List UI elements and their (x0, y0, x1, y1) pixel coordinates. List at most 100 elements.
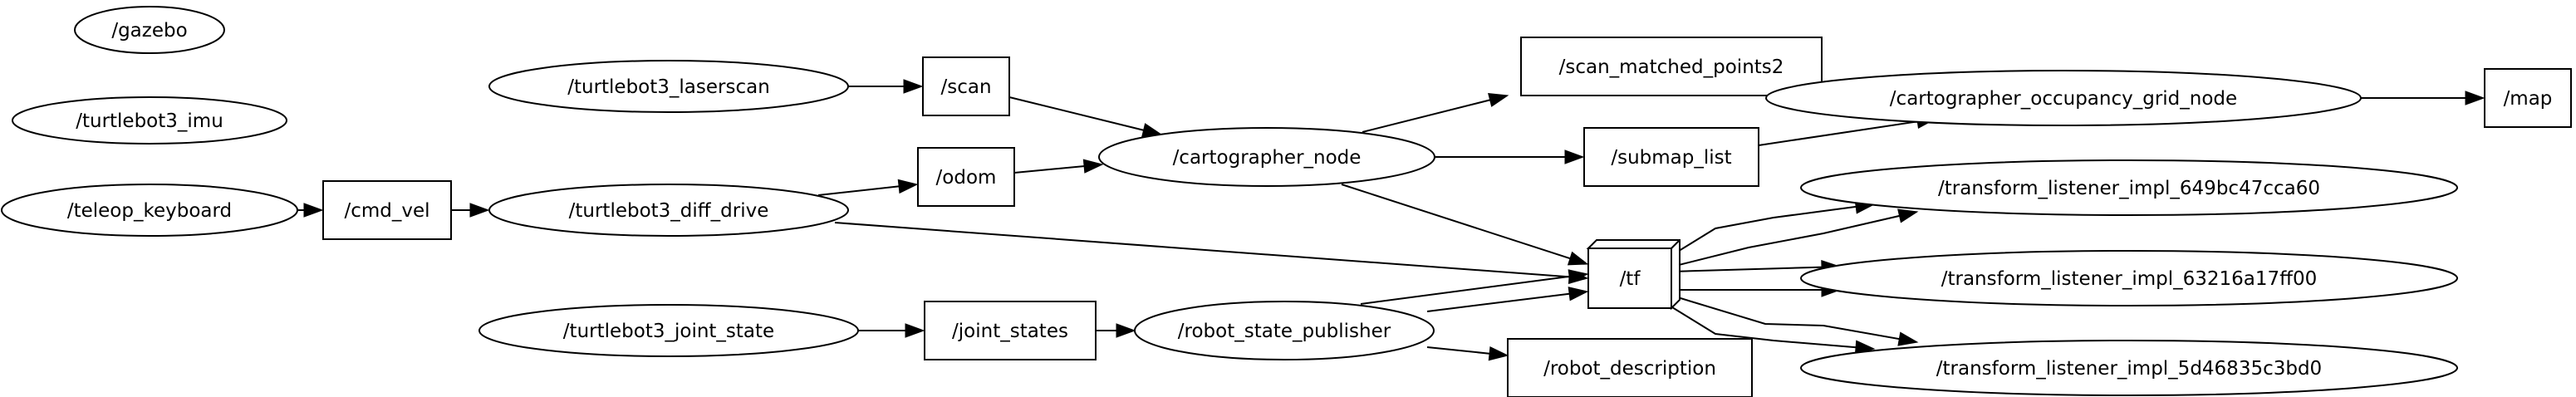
arrowhead-icon (469, 203, 490, 218)
edge-diff_drive-to-odom (817, 179, 919, 196)
edge-line (1008, 96, 1146, 132)
node-label: /cartographer_occupancy_grid_node (1890, 88, 2237, 110)
edge-scan-to-carto_node (1008, 96, 1163, 138)
node-tf[interactable]: /tf (1586, 239, 1681, 311)
edge-line (1671, 306, 1858, 349)
node-label: /odom (936, 167, 997, 189)
edge-line (1341, 184, 1573, 260)
node-label: /scan_matched_points2 (1559, 56, 1784, 78)
arrowhead-icon (2465, 91, 2485, 105)
arrowhead-icon (905, 323, 925, 338)
node-laserscan[interactable]: /turtlebot3_laserscan (488, 60, 849, 113)
node-teleop[interactable]: /teleop_keyboard (1, 184, 298, 237)
edge-line (834, 222, 1572, 278)
node-label: /transform_listener_impl_649bc47cca60 (1938, 178, 2320, 199)
edge-carto_node-to-tf (1341, 184, 1589, 266)
node-box (1520, 37, 1823, 96)
node-box3d-edge (1671, 239, 1681, 249)
node-ellipse (1800, 250, 2458, 306)
edge-line (1758, 120, 1920, 146)
edge-diff_drive-to-tf (834, 222, 1589, 285)
node-ellipse (1800, 159, 2458, 216)
node-label: /transform_listener_impl_5d46835c3bd0 (1936, 358, 2322, 380)
edge-tf-to-tl1 (1671, 208, 1919, 267)
node-label: /turtlebot3_diff_drive (569, 200, 769, 222)
node-tl3[interactable]: /transform_listener_impl_5d46835c3bd0 (1800, 340, 2458, 396)
edge-line (1426, 346, 1492, 355)
node-ellipse (1, 184, 298, 237)
edge-joint_state-to-joint_states (858, 323, 925, 338)
arrowhead-icon (303, 203, 324, 218)
edge-cmd_vel-to-diff_drive (451, 203, 490, 218)
node-diff-drive[interactable]: /turtlebot3_diff_drive (488, 184, 849, 237)
node-ellipse (12, 96, 287, 145)
node-map[interactable]: /map (2484, 68, 2572, 128)
node-scan[interactable]: /scan (922, 56, 1010, 116)
edge-carto_node-to-submap_list (1435, 149, 1585, 164)
node-ellipse (74, 6, 225, 54)
node-box (917, 147, 1015, 207)
node-label: /scan (940, 76, 991, 98)
edge-occ_grid-to-map (2361, 91, 2485, 105)
edge-rsp-to-robot_desc (1426, 346, 1509, 361)
edge-tf-to-tl3 (1671, 295, 1919, 346)
arrowhead-icon (1568, 269, 1589, 284)
arrowhead-icon (1564, 149, 1585, 164)
arrowhead-icon (1897, 208, 1919, 223)
node-label: /map (2504, 88, 2553, 110)
node-label: /turtlebot3_joint_state (563, 321, 774, 342)
arrowhead-icon (1488, 93, 1509, 107)
node-tl2[interactable]: /transform_listener_impl_63216a17ff00 (1800, 250, 2458, 306)
arrowhead-icon (1488, 346, 1509, 361)
node-occ-grid[interactable]: /cartographer_occupancy_grid_node (1765, 70, 2362, 126)
edge-joint_states-to-rsp (1096, 323, 1136, 338)
nodes-layer: /gazebo/turtlebot3_imu/teleop_keyboard/c… (1, 6, 2572, 397)
node-ellipse (1098, 127, 1435, 187)
node-ellipse (478, 304, 859, 357)
node-submap-list[interactable]: /submap_list (1583, 127, 1759, 187)
node-box (322, 180, 452, 240)
node-gazebo[interactable]: /gazebo (74, 6, 225, 54)
node-box (1583, 127, 1759, 187)
edge-teleop-to-cmd_vel (297, 203, 324, 218)
node-label: /cmd_vel (344, 200, 429, 222)
node-ellipse (1800, 340, 2458, 396)
edge-laserscan-to-scan (848, 79, 924, 94)
arrowhead-icon (1082, 159, 1104, 174)
edge-tf-to-tl1 (1671, 199, 1876, 256)
edge-line (1360, 275, 1572, 305)
node-box (922, 56, 1010, 116)
node-joint-state[interactable]: /turtlebot3_joint_state (478, 304, 859, 357)
node-odom[interactable]: /odom (917, 147, 1015, 207)
node-box (1507, 338, 1753, 397)
edge-line (817, 185, 901, 196)
node-label: /turtlebot3_imu (76, 110, 223, 132)
node-tl1[interactable]: /transform_listener_impl_649bc47cca60 (1800, 159, 2458, 216)
node-box3d-front (1587, 248, 1672, 309)
edge-line (1013, 164, 1087, 174)
node-label: /robot_description (1543, 358, 1716, 380)
edge-line (1426, 292, 1572, 312)
node-ellipse (1134, 301, 1435, 360)
node-label: /submap_list (1611, 147, 1731, 169)
node-robot-desc[interactable]: /robot_description (1507, 338, 1753, 397)
edge-line (1671, 295, 1901, 341)
node-label: /teleop_keyboard (67, 200, 232, 222)
node-label: /robot_state_publisher (1178, 321, 1391, 342)
node-cmd-vel[interactable]: /cmd_vel (322, 180, 452, 240)
node-scan-matched[interactable]: /scan_matched_points2 (1520, 37, 1823, 96)
node-rsp[interactable]: /robot_state_publisher (1134, 301, 1435, 360)
node-label: /transform_listener_impl_63216a17ff00 (1941, 268, 2318, 290)
arrowhead-icon (1568, 287, 1589, 301)
node-ellipse (1765, 70, 2362, 126)
node-box (924, 301, 1097, 360)
edge-carto_node-to-scan_matched (1362, 93, 1509, 133)
node-imu[interactable]: /turtlebot3_imu (12, 96, 287, 145)
arrowhead-icon (1567, 251, 1589, 266)
node-joint-states[interactable]: /joint_states (924, 301, 1097, 360)
node-carto-node[interactable]: /cartographer_node (1098, 127, 1435, 187)
node-label: /gazebo (111, 20, 187, 42)
node-label: /cartographer_node (1173, 147, 1362, 169)
node-label: /joint_states (952, 321, 1068, 342)
